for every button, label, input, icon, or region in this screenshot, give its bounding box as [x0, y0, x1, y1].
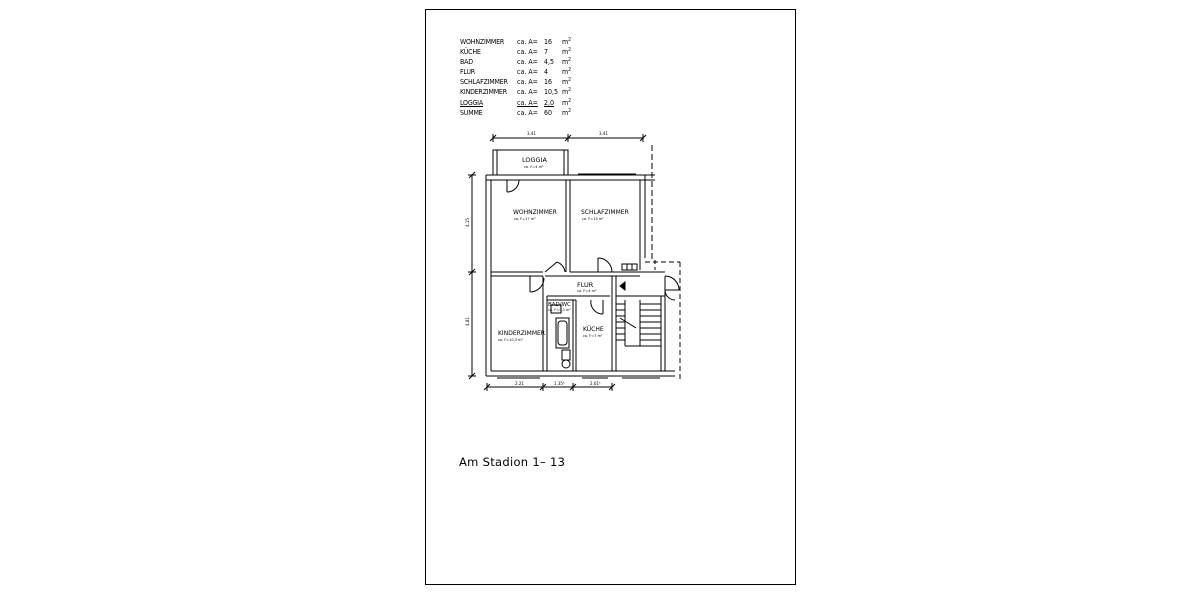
dim-top-left: 3.41	[527, 131, 536, 136]
area-value: 4	[544, 68, 549, 77]
area-unit: m2	[562, 77, 572, 87]
area-room-name: SUMME	[460, 108, 483, 117]
area-unit: m2	[562, 87, 572, 97]
dim-top-right: 3.41	[599, 131, 608, 136]
area-ca-label: ca. A=	[517, 78, 538, 87]
area-room-name: BAD	[460, 58, 473, 67]
stair-direction-arrow	[619, 280, 626, 292]
area-value: 60	[544, 108, 553, 117]
windows	[497, 173, 660, 379]
label-wohnzimmer: WOHNZIMMER	[513, 209, 557, 216]
label-schlafzimmer-area: ca. F=15 m²	[582, 217, 604, 221]
label-flur-area: ca. F=4 m²	[577, 289, 597, 293]
dimension-labels: 3.41 3.41 4.15 4.81 2.21 1.35⁵ 2.01⁵	[465, 131, 608, 386]
door-swings	[506, 179, 680, 315]
staircase	[616, 300, 661, 347]
drawing-sheet	[425, 9, 796, 585]
area-room-name: FLUR	[460, 68, 475, 77]
area-value: 10,5	[544, 88, 559, 97]
area-ca-label: ca. A=	[517, 58, 538, 67]
label-loggia-area: ca. F=4 m²	[524, 165, 544, 169]
dim-bottom-left: 2.21	[515, 381, 524, 386]
area-room-name: LOGGIA	[460, 98, 483, 107]
area-unit: m2	[562, 107, 572, 117]
label-schlafzimmer: SCHLAFZIMMER	[581, 209, 629, 216]
label-kueche-area: ca. F=7 m²	[583, 334, 603, 338]
dimension-line-top	[489, 134, 647, 142]
area-room-name: SCHLAFZIMMER	[460, 78, 508, 87]
area-value: 16	[544, 38, 553, 46]
label-kinderzimmer: KINDERZIMMER	[498, 330, 545, 337]
plan-room-labels: LOGGIA ca. F=4 m² WOHNZIMMER ca. F=17 m²…	[498, 156, 629, 342]
dimension-line-left	[468, 171, 476, 380]
bathroom-fixtures	[550, 304, 571, 369]
area-value: 16	[544, 78, 553, 87]
area-ca-label: ca. A=	[517, 48, 538, 57]
area-unit: m2	[562, 97, 572, 107]
area-unit: m2	[562, 37, 572, 47]
area-unit: m2	[562, 47, 572, 57]
area-ca-label: ca. A=	[517, 38, 538, 46]
area-room-name: KINDERZIMMER	[460, 88, 507, 97]
label-loggia: LOGGIA	[522, 156, 547, 164]
area-ca-label: ca. A=	[517, 108, 538, 117]
area-ca-label: ca. A=	[517, 68, 538, 77]
label-flur: FLUR	[577, 281, 594, 289]
dim-bottom-mid: 1.35⁵	[554, 381, 565, 386]
exterior-walls	[485, 145, 681, 380]
label-kinderzimmer-area: ca. F=10,3 m²	[498, 338, 524, 342]
area-unit: m2	[562, 67, 572, 77]
area-value: 4,5	[544, 58, 555, 67]
label-wohnzimmer-area: ca. F=17 m²	[514, 217, 536, 221]
dim-left-lower: 4.81	[465, 317, 470, 326]
area-room-name: KÜCHE	[460, 48, 481, 57]
area-ca-label: ca. A=	[517, 88, 538, 97]
kitchen-fixtures	[621, 263, 638, 271]
dim-bottom-right: 2.01⁵	[590, 381, 601, 386]
area-value: 2,0	[544, 98, 555, 107]
label-bad-area: ca. F=4,2 m²	[548, 308, 571, 312]
label-kueche: KÜCHE	[583, 326, 604, 333]
area-value: 7	[544, 48, 549, 57]
dimension-line-bottom	[483, 383, 616, 391]
dim-left-upper: 4.15	[465, 218, 470, 227]
label-bad: BAD/WC	[548, 302, 571, 308]
area-room-name: WOHNZIMMER	[460, 38, 505, 46]
area-unit: m2	[562, 57, 572, 67]
area-ca-label: ca. A=	[517, 98, 538, 107]
address-title: Am Stadion 1– 13	[459, 455, 566, 469]
